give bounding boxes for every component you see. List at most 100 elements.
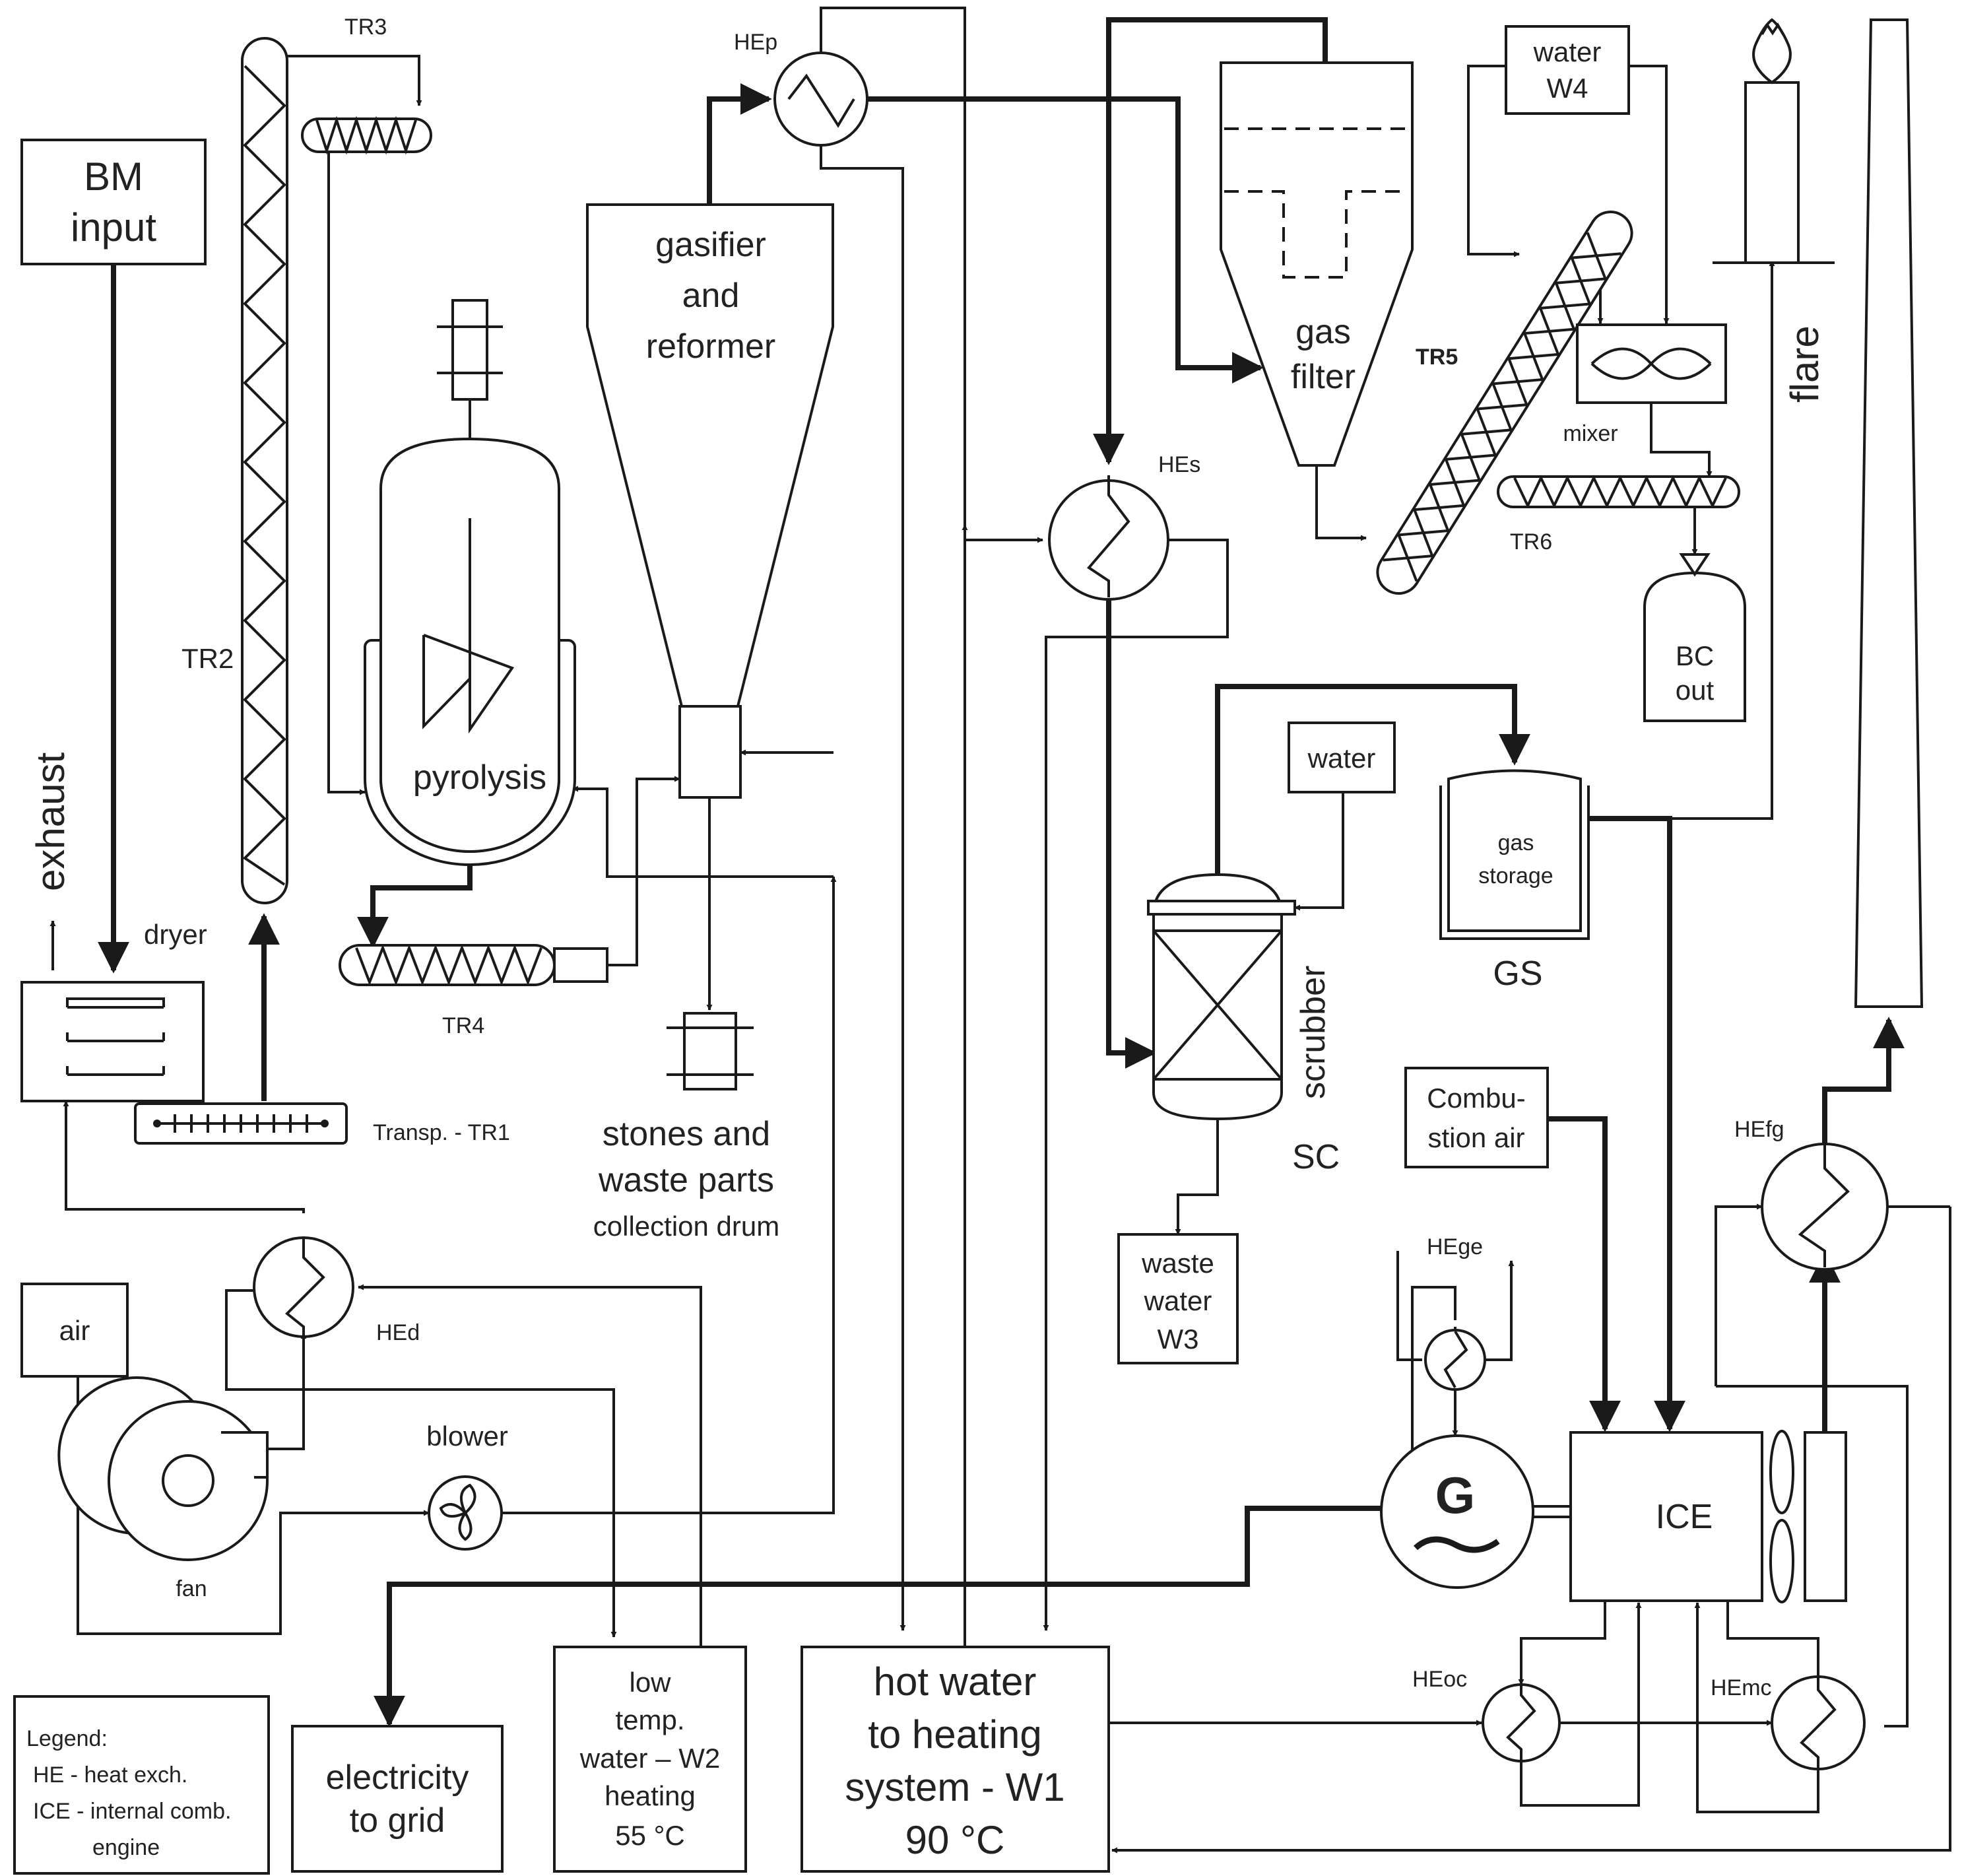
ice-label: ICE bbox=[1656, 1498, 1713, 1536]
transporter-tr6 bbox=[1497, 475, 1740, 509]
water-box bbox=[1288, 721, 1396, 793]
low-temp-label-4: heating bbox=[605, 1780, 696, 1811]
pyrolysis-reactor bbox=[364, 299, 576, 866]
low-temp-label-3: water – W2 bbox=[579, 1743, 720, 1774]
hed-label: HEd bbox=[376, 1320, 420, 1345]
exhaust-stack bbox=[1854, 18, 1924, 1008]
combustion-air-box bbox=[1404, 1067, 1549, 1168]
legend-line-2: ICE - internal comb. bbox=[33, 1799, 231, 1824]
heat-exchanger-hemc bbox=[1771, 1675, 1866, 1770]
tr2-label: TR2 bbox=[181, 643, 234, 674]
low-temp-water-box bbox=[553, 1646, 747, 1873]
legend: Legend: HE - heat exch. ICE - internal c… bbox=[13, 1695, 270, 1875]
flare-label: flare bbox=[1782, 325, 1827, 403]
stones-label-1: stones and bbox=[603, 1115, 770, 1153]
waste-water-label-1: waste bbox=[1141, 1248, 1214, 1279]
heat-exchanger-hep bbox=[773, 51, 868, 147]
stones-label-2: waste parts bbox=[598, 1161, 774, 1199]
electricity-box bbox=[291, 1725, 504, 1873]
water-label: water bbox=[1307, 743, 1376, 774]
heat-exchanger-hed bbox=[253, 1236, 354, 1338]
gs-label: GS bbox=[1493, 955, 1542, 993]
scrubber-label: scrubber bbox=[1294, 966, 1332, 1099]
blower bbox=[428, 1475, 503, 1551]
low-temp-label-5: 55 °C bbox=[615, 1820, 685, 1851]
dryer-label: dryer bbox=[144, 919, 207, 950]
gasifier-reformer bbox=[586, 203, 834, 799]
gas-storage-label-2: storage bbox=[1478, 863, 1553, 888]
air-label: air bbox=[59, 1315, 90, 1346]
heat-exchanger-hege bbox=[1424, 1329, 1486, 1391]
tr1-label: Transp. - TR1 bbox=[373, 1120, 510, 1145]
fan bbox=[57, 1376, 269, 1561]
gas-storage bbox=[1439, 769, 1590, 940]
gasifier-label-3: reformer bbox=[646, 327, 775, 366]
legend-line-1: HE - heat exch. bbox=[33, 1762, 187, 1788]
electricity-label-2: to grid bbox=[350, 1801, 445, 1840]
legend-title: Legend: bbox=[26, 1726, 108, 1751]
bm-input-label: BM bbox=[84, 154, 143, 199]
bc-out-label-1: BC bbox=[1676, 640, 1714, 671]
mixer bbox=[1576, 323, 1727, 404]
water-w4-label-1: water bbox=[1533, 36, 1602, 67]
electricity-label-1: electricity bbox=[326, 1759, 469, 1797]
air-box bbox=[20, 1283, 129, 1378]
gas-filter-label-2: filter bbox=[1291, 358, 1356, 396]
hes-label: HEs bbox=[1158, 452, 1200, 477]
transporter-tr4 bbox=[339, 944, 608, 986]
hege-label: HEge bbox=[1427, 1234, 1483, 1259]
waste-water-label-2: water bbox=[1144, 1285, 1212, 1316]
gas-filter-label-1: gas bbox=[1295, 313, 1351, 351]
bm-input-box: BM input bbox=[20, 139, 207, 265]
heat-exchanger-heoc bbox=[1482, 1683, 1561, 1762]
gas-storage-label-1: gas bbox=[1498, 830, 1534, 855]
fan-label: fan bbox=[176, 1576, 207, 1601]
gas-filter bbox=[1220, 61, 1414, 467]
gasifier-label-1: gasifier bbox=[655, 226, 766, 264]
sc-label: SC bbox=[1292, 1138, 1340, 1176]
hot-water-label-3: system - W1 bbox=[845, 1765, 1064, 1809]
water-w4-label-2: W4 bbox=[1547, 73, 1588, 104]
legend-line-3: engine bbox=[92, 1835, 160, 1860]
heat-exchanger-hes bbox=[1048, 475, 1169, 601]
stones-label-3: collection drum bbox=[593, 1211, 779, 1242]
hemc-label: HEmc bbox=[1711, 1675, 1772, 1700]
water-w4-box bbox=[1505, 25, 1630, 115]
transporter-tr1 bbox=[134, 1102, 348, 1145]
bc-out-label-2: out bbox=[1676, 675, 1715, 706]
hep-label: HEp bbox=[734, 30, 777, 55]
hot-water-label-2: to heating bbox=[868, 1712, 1042, 1757]
dryer bbox=[20, 981, 205, 1102]
flare bbox=[1713, 18, 1835, 264]
combustion-air-label-1: Combu- bbox=[1427, 1083, 1525, 1114]
waste-water-label-3: W3 bbox=[1158, 1323, 1199, 1355]
low-temp-label-1: low bbox=[629, 1667, 671, 1698]
hot-water-label-4: 90 °C bbox=[905, 1818, 1005, 1862]
piping bbox=[49, 7, 1951, 1854]
generator-label: G bbox=[1435, 1466, 1476, 1524]
tr5-label: TR5 bbox=[1416, 345, 1458, 370]
mixer-label: mixer bbox=[1563, 421, 1618, 446]
bm-input-label-2: input bbox=[71, 205, 156, 250]
exhaust-label: exhaust bbox=[28, 753, 73, 891]
combustion-air-label-2: stion air bbox=[1427, 1122, 1524, 1153]
hefg-label: HEfg bbox=[1734, 1117, 1784, 1142]
low-temp-label-2: temp. bbox=[615, 1704, 684, 1735]
collection-drum bbox=[667, 1012, 754, 1090]
transporter-tr2 bbox=[241, 37, 288, 904]
bc-out-container bbox=[1643, 553, 1746, 722]
heoc-label: HEoc bbox=[1412, 1667, 1467, 1692]
waste-water-box bbox=[1117, 1233, 1239, 1364]
hot-water-box bbox=[801, 1646, 1110, 1873]
tr6-label: TR6 bbox=[1510, 529, 1552, 554]
tr4-label: TR4 bbox=[442, 1013, 484, 1038]
transporter-tr5 bbox=[1376, 211, 1633, 595]
transporter-tr3 bbox=[301, 116, 432, 155]
generator bbox=[1380, 1434, 1571, 1589]
heat-exchanger-hefg bbox=[1761, 1143, 1889, 1271]
pyrolysis-label: pyrolysis bbox=[413, 758, 546, 797]
tr3-label: TR3 bbox=[344, 15, 387, 40]
internal-combustion-engine bbox=[1569, 1430, 1847, 1603]
gasifier-label-2: and bbox=[682, 277, 740, 315]
